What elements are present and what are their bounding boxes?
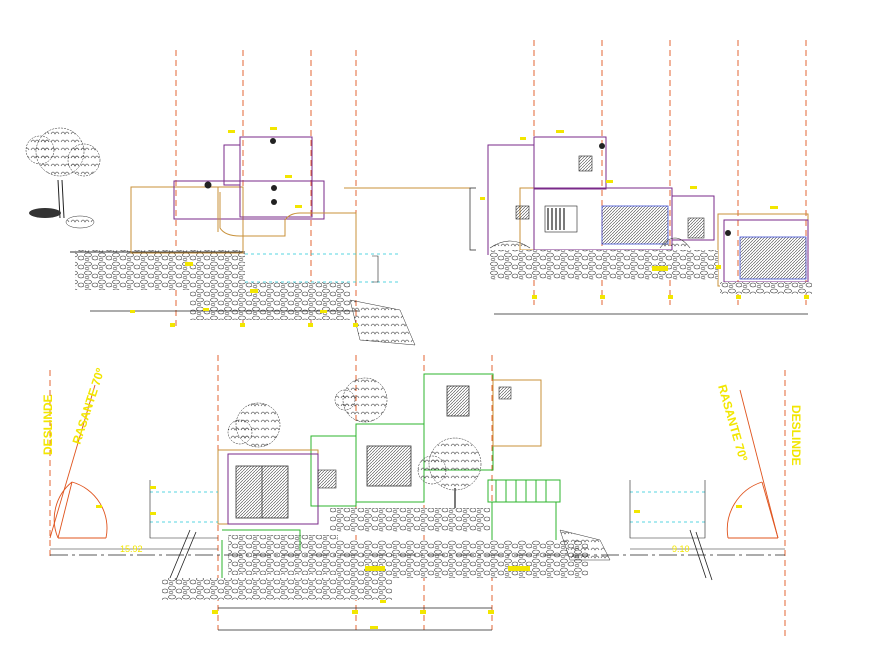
elevation-bottom [49, 355, 786, 640]
tree-icon [227, 377, 388, 448]
deslinde-label-left: DESLINDE [41, 394, 55, 455]
shrub [29, 208, 95, 229]
level-lines [245, 253, 400, 283]
dimension-value-right: 9.10 [672, 544, 690, 554]
stone-foundation [162, 578, 392, 600]
building-outline [130, 136, 470, 282]
level-lines [150, 491, 705, 523]
tree-icon [25, 127, 101, 219]
stone-foundation [190, 282, 350, 320]
rasante-left [53, 481, 108, 539]
stone-foundation [720, 282, 812, 294]
window-small [498, 386, 512, 400]
dimension-value-left: 15.92 [120, 544, 143, 554]
axis-lines [49, 355, 786, 640]
bench [487, 479, 561, 540]
rasante-right [49, 384, 779, 539]
window-hatched [739, 236, 807, 280]
window-hatched [601, 205, 669, 245]
elevation-top-left [25, 50, 470, 346]
rasante-label-left: RASANTE 70º [70, 366, 108, 446]
deslinde-label-right: DESLINDE [789, 405, 803, 466]
rasante-label-right: RASANTE 70º [715, 383, 750, 463]
stone-foundation [330, 508, 490, 532]
window-small [515, 205, 530, 220]
stone-foundation [490, 250, 718, 280]
window-hatched [446, 385, 470, 417]
tree-icon [417, 437, 482, 520]
window-small [578, 155, 593, 172]
window-circles [204, 138, 277, 205]
window-hatched [366, 445, 412, 487]
window-small [317, 469, 337, 489]
stone-foundation [338, 540, 588, 578]
door-grille [544, 205, 578, 233]
window-hatched [687, 217, 705, 239]
elevation-top-right [469, 40, 812, 315]
